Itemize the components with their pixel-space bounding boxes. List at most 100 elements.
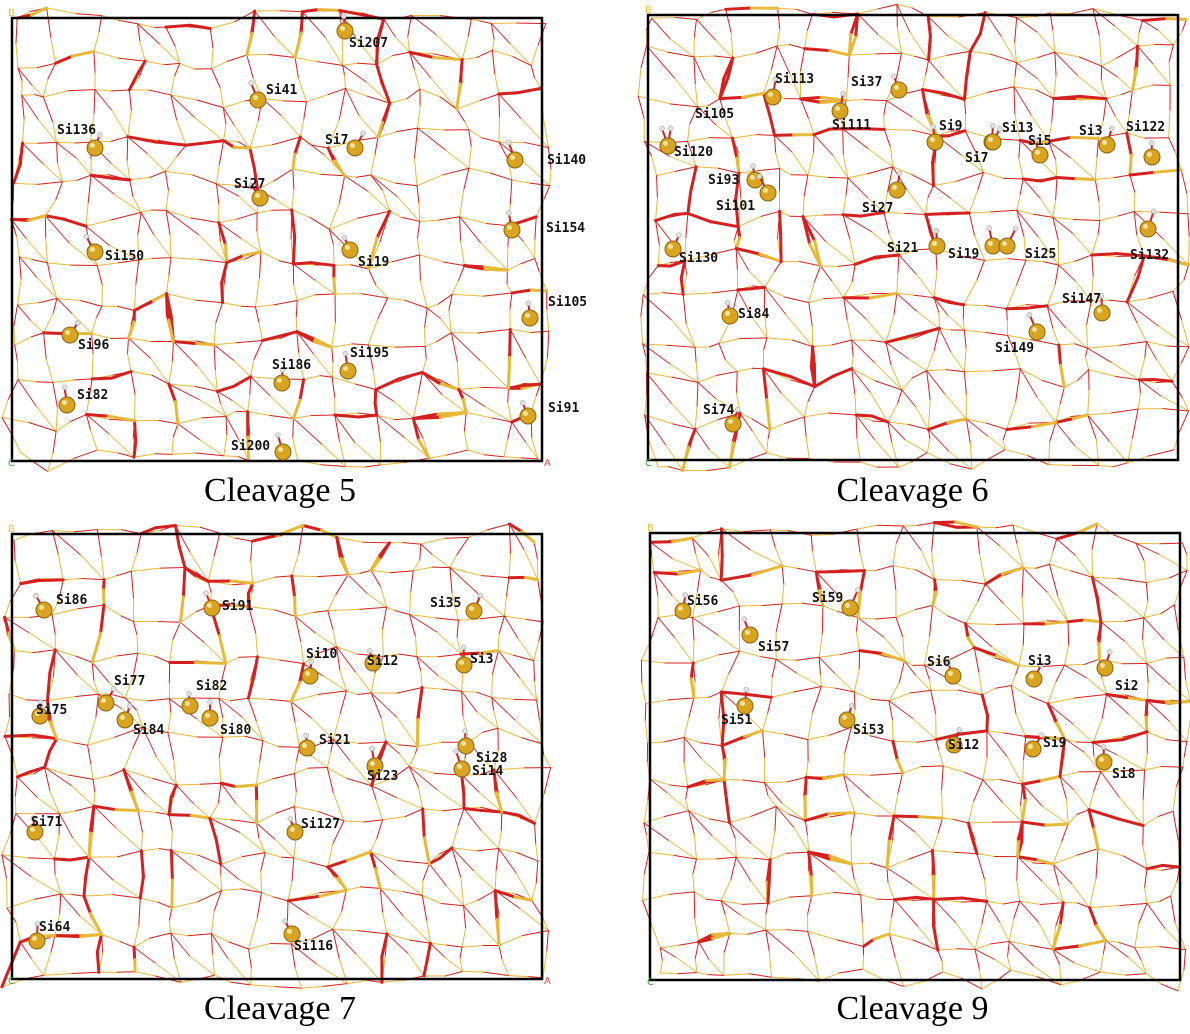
bond [769,852,788,861]
bond [546,309,550,332]
bond [138,875,145,900]
hydrogen-atom [741,616,747,622]
silicon-atom-ball [251,189,269,207]
bond [92,804,118,812]
atom-label: Si93 [708,173,739,188]
bond [74,805,95,812]
bond [222,139,236,149]
bond [720,673,730,693]
bond [1016,855,1040,862]
bond [722,778,729,803]
bond [332,738,351,762]
bond [886,867,913,885]
bond [687,123,691,143]
atom-highlight [461,741,466,746]
bond [1078,94,1108,101]
bond [891,739,899,762]
bond [170,257,202,261]
bond [459,216,462,242]
bond [1144,715,1149,734]
bond [413,127,419,159]
bond [389,210,403,219]
bond [275,986,302,989]
bond [1135,44,1140,71]
silicon-atom-ball [346,139,364,157]
bond [728,650,741,675]
bond [376,17,386,45]
hydrogen-atom [525,300,532,307]
bond [461,36,469,61]
silicon-atom-ball [301,667,319,685]
bond [326,858,349,869]
bond [450,332,481,362]
bond [643,822,670,842]
bond [416,185,420,204]
bond [503,615,519,640]
bond [1046,284,1056,307]
bond [842,773,872,776]
bond [805,760,809,778]
bond [718,95,744,101]
bond [671,376,699,383]
bond [947,35,971,52]
bond [379,887,404,893]
bond [19,579,41,586]
bond [1171,362,1182,382]
bond [675,16,697,20]
atom-label: Si13 [1002,121,1033,136]
bond [53,858,56,876]
silicon-atom: Si19 [341,234,389,270]
bond [1179,569,1188,588]
bond [1143,560,1147,584]
atom-highlight [350,143,355,148]
bond [976,853,986,880]
bond [1076,809,1090,815]
bond [26,214,47,222]
atom-label: Si101 [716,199,755,214]
bond [1002,802,1023,823]
bond [217,634,228,665]
bond [273,299,298,306]
bond [888,933,914,941]
bond [530,45,539,67]
bond [851,863,855,881]
bond [72,449,98,460]
bond [1074,445,1100,467]
bond [679,276,685,296]
bond [332,792,345,822]
bond [129,179,134,198]
bond [933,327,940,352]
bond [735,856,752,882]
bond [137,23,161,45]
bond [246,53,270,56]
atom-highlight [32,936,37,941]
bond [1038,175,1059,183]
bond [168,257,172,277]
hydrogen-atom [453,748,459,754]
bond [13,304,19,327]
hydrogen-atom [1100,744,1107,750]
bond [355,953,383,983]
bond [1052,538,1058,552]
bond [478,593,505,617]
bond [131,726,144,750]
bond [417,127,446,151]
bond [207,555,215,582]
bond [650,924,661,949]
bond [117,57,146,62]
bond [670,103,699,108]
bond [303,375,321,381]
bond [965,623,993,648]
bond [1158,325,1190,348]
bond [1090,252,1119,257]
atom-label: Si200 [231,439,270,454]
bond [655,220,673,244]
bond [775,805,791,816]
bond [674,77,698,108]
atom-label: Si113 [775,72,814,87]
bond [1052,948,1075,964]
bond [1146,900,1161,904]
bond [293,135,302,156]
bond [1117,76,1133,91]
bond [928,59,945,79]
